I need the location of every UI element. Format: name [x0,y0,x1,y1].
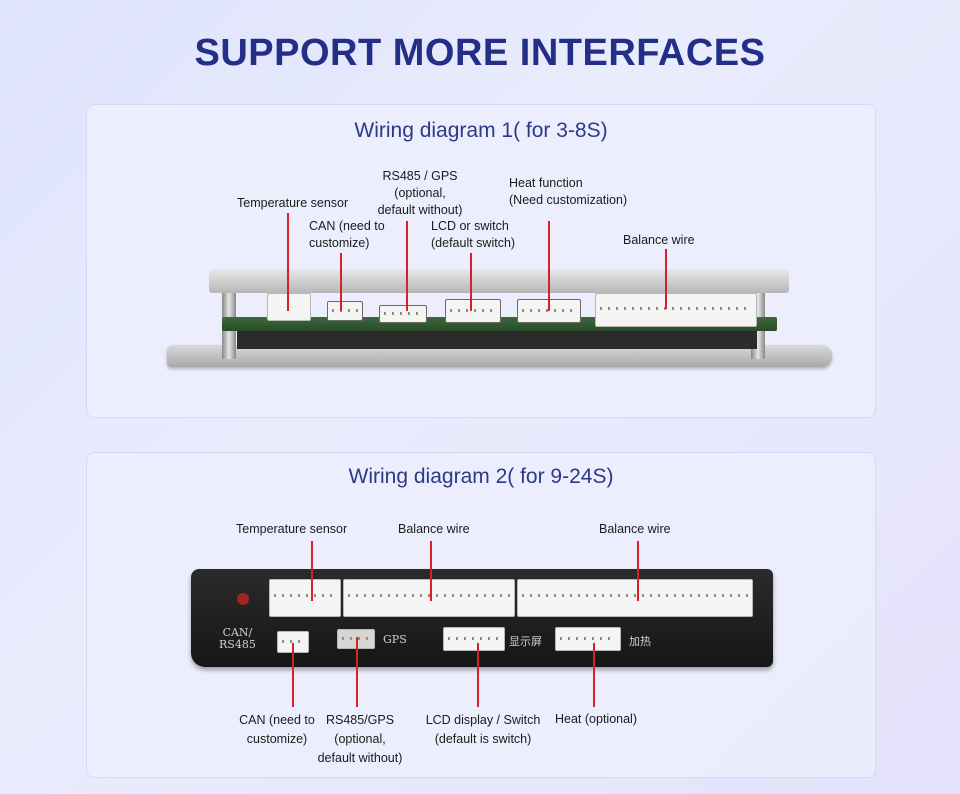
leader-line-temperature [287,213,289,311]
label-heat-optional: Heat (optional) [555,712,637,726]
bms-board-photo-1 [167,265,832,377]
leader-line-heat-2 [593,643,595,707]
wiring-diagram-1-card: Wiring diagram 1( for 3-8S) Temperature … [86,104,876,418]
leader-line-rs485 [406,221,408,311]
leader-line-temperature-2 [311,541,313,601]
label-lcd-display-switch: LCD display / Switch (default is switch) [425,713,541,746]
silk-gps: GPS [383,633,407,646]
silk-heat: 加热 [629,635,651,648]
label-can: CAN (need to customize) [309,219,385,250]
leader-line-balance [665,249,667,309]
label-balance-wire-left: Balance wire [398,522,470,536]
leader-line-can-2 [292,643,294,707]
leader-line-heat [548,221,550,311]
silk-can-rs485: CAN/ RS485 [219,626,256,651]
label-heat-function: Heat function (Need customization) [509,176,628,207]
label-balance-wire: Balance wire [623,233,695,247]
leader-line-lcd-2 [477,643,479,707]
label-balance-wire-right: Balance wire [599,522,671,536]
label-temperature-sensor: Temperature sensor [237,196,349,210]
bms-device-photo-2: CAN/ RS485 GPS 显示屏 加热 [191,569,773,667]
leader-line-rs485-2 [356,637,358,707]
label-rs485-gps-2: RS485/GPS (optional, default without) [317,713,403,765]
page-title: SUPPORT MORE INTERFACES [194,32,766,74]
wiring-diagram-2-title: Wiring diagram 2( for 9-24S) [348,465,614,488]
wiring-diagram-2-card: Wiring diagram 2( for 9-24S) Temperature… [86,452,876,778]
label-can-2: CAN (need to customize) [239,713,315,746]
leader-line-lcd [470,253,472,311]
leader-line-balance-left [430,541,432,601]
label-rs485-gps: RS485 / GPS (optional, default without) [377,169,463,217]
silk-display: 显示屏 [509,635,542,648]
label-temperature-sensor-2: Temperature sensor [236,522,348,536]
leader-line-can [340,253,342,311]
leader-line-balance-right [637,541,639,601]
wiring-diagram-1-title: Wiring diagram 1( for 3-8S) [354,119,608,142]
label-lcd-switch: LCD or switch (default switch) [431,219,516,250]
